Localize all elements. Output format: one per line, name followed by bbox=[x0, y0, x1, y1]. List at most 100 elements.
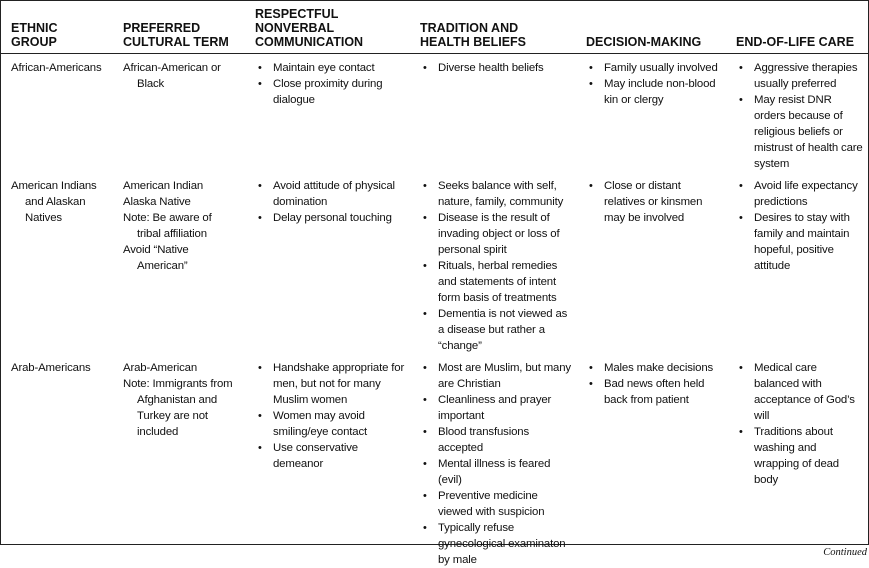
ethnic-group-cell: Arab-Americans bbox=[1, 354, 113, 568]
bullet-item: •May resist DNR orders because of religi… bbox=[736, 92, 864, 172]
bullet-text: Avoid life expectancy predictions bbox=[754, 180, 858, 208]
bullet-item: •Dementia is not viewed as a disease but… bbox=[420, 306, 572, 354]
bullet-text: Use conservative demeanor bbox=[273, 442, 358, 470]
bullet-item: • Avoid life expectancy predictions bbox=[736, 178, 864, 210]
header-line: HEALTH BELIEFS bbox=[420, 35, 576, 49]
bullet-list: •Aggressive therapies usually preferred•… bbox=[736, 60, 864, 172]
bullet-icon: • bbox=[739, 424, 743, 440]
bullet-list: •Maintain eye contact•Close proximity du… bbox=[255, 60, 406, 108]
ethnic-group-line: American Indians bbox=[11, 178, 109, 194]
bullet-text: Close or distant relatives or kinsmen ma… bbox=[604, 180, 702, 224]
preferred-term-line: included bbox=[123, 424, 241, 440]
preferred-term-line: American” bbox=[123, 258, 241, 274]
tradition-cell: • Seeks balance with self, nature, family… bbox=[410, 172, 576, 354]
preferred-term-line: African-American or bbox=[123, 60, 241, 76]
cultural-care-document: ETHNIC GROUP PREFERRED CULTURAL TERM RES… bbox=[0, 0, 869, 545]
bullet-item: •Males make decisions bbox=[586, 360, 722, 376]
header-line: RESPECTFUL bbox=[255, 7, 410, 21]
bullet-item: • Cleanliness and prayer important bbox=[420, 392, 572, 424]
bullet-icon: • bbox=[423, 360, 427, 376]
preferred-term-line: Alaska Native bbox=[123, 194, 241, 210]
bullet-icon: • bbox=[423, 258, 427, 274]
bullet-item: •Close or distant relatives or kinsmen m… bbox=[586, 178, 722, 226]
header-line: DECISION-MAKING bbox=[586, 35, 726, 49]
bullet-list: •Diverse health beliefs bbox=[420, 60, 572, 76]
continued-label: Continued bbox=[823, 547, 867, 558]
bullet-text: Medical care balanced with acceptance of… bbox=[754, 362, 855, 422]
bullet-list: • Avoid life expectancy predictions • Desir… bbox=[736, 178, 864, 274]
bullet-text: Mental illness is feared (evil) bbox=[438, 458, 550, 486]
header-line: ETHNIC bbox=[11, 21, 113, 35]
bullet-item: •May include non-blood kin or clergy bbox=[586, 76, 722, 108]
bullet-icon: • bbox=[739, 360, 743, 376]
bullet-item: •Maintain eye contact bbox=[255, 60, 406, 76]
bullet-icon: • bbox=[258, 76, 262, 92]
ethnic-group-cell: African-Americans bbox=[1, 54, 113, 173]
ethnic-group-line: Natives bbox=[11, 210, 109, 226]
bullet-icon: • bbox=[739, 210, 743, 226]
bullet-text: Women may avoid smiling/eye contact bbox=[273, 410, 367, 438]
bullet-icon: • bbox=[589, 376, 593, 392]
bullet-text: Blood transfusions accepted bbox=[438, 426, 529, 454]
bullet-icon: • bbox=[423, 424, 427, 440]
header-end-of-life: END-OF-LIFE CARE bbox=[726, 1, 868, 54]
bullet-list: • Seeks balance with self, nature, family… bbox=[420, 178, 572, 354]
bullet-item: •Delay personal touching bbox=[255, 210, 406, 226]
header-line: CULTURAL TERM bbox=[123, 35, 245, 49]
bullet-icon: • bbox=[423, 392, 427, 408]
tradition-cell: •Most are Muslim, but many are Christian… bbox=[410, 354, 576, 568]
decision-cell: •Males make decisions•Bad news often hel… bbox=[576, 354, 726, 568]
bullet-text: May include non-blood kin or clergy bbox=[604, 78, 715, 106]
bullet-text: Cleanliness and prayer important bbox=[438, 394, 551, 422]
bullet-icon: • bbox=[739, 178, 743, 194]
bullet-icon: • bbox=[423, 60, 427, 76]
preferred-term-line: Afghanistan and bbox=[123, 392, 241, 408]
header-decision: DECISION-MAKING bbox=[576, 1, 726, 54]
bullet-item: •Mental illness is feared (evil) bbox=[420, 456, 572, 488]
bullet-icon: • bbox=[258, 178, 262, 194]
bullet-list: •Avoid attitude of physical domination•D… bbox=[255, 178, 406, 226]
header-preferred-term: PREFERRED CULTURAL TERM bbox=[113, 1, 245, 54]
bullet-list: •Most are Muslim, but many are Christian… bbox=[420, 360, 572, 568]
bullet-icon: • bbox=[589, 60, 593, 76]
bullet-item: •Women may avoid smiling/eye contact bbox=[255, 408, 406, 440]
bullet-text: Rituals, herbal remedies and statements … bbox=[438, 260, 557, 304]
bullet-text: Family usually involved bbox=[604, 62, 718, 74]
header-nonverbal: RESPECTFUL NONVERBAL COMMUNICATION bbox=[245, 1, 410, 54]
bullet-icon: • bbox=[739, 92, 743, 108]
bullet-list: •Males make decisions•Bad news often hel… bbox=[586, 360, 722, 408]
decision-cell: •Close or distant relatives or kinsmen m… bbox=[576, 172, 726, 354]
bullet-item: •Traditions about washing and wrapping o… bbox=[736, 424, 864, 488]
bullet-text: Dementia is not viewed as a disease but … bbox=[438, 308, 567, 352]
bullet-text: Desires to stay with family and maintain… bbox=[754, 212, 850, 272]
header-tradition: TRADITION AND HEALTH BELIEFS bbox=[410, 1, 576, 54]
preferred-term-line: Arab-American bbox=[123, 360, 241, 376]
bullet-icon: • bbox=[423, 520, 427, 536]
bullet-icon: • bbox=[258, 210, 262, 226]
header-ethnic-group: ETHNIC GROUP bbox=[1, 1, 113, 54]
bullet-text: Preventive medicine viewed with suspicio… bbox=[438, 490, 544, 518]
header-row: ETHNIC GROUP PREFERRED CULTURAL TERM RES… bbox=[1, 1, 868, 54]
bullet-item: •Close proximity during dialogue bbox=[255, 76, 406, 108]
preferred-term-line: Note: Be aware of bbox=[123, 210, 241, 226]
ethnic-group-line: African-Americans bbox=[11, 60, 109, 76]
bullet-text: Seeks balance with self, nature, family,… bbox=[438, 180, 563, 208]
bullet-item: • Family usually involved bbox=[586, 60, 722, 76]
header-line: TRADITION AND bbox=[420, 21, 576, 35]
bullet-list: •Handshake appropriate for men, but not … bbox=[255, 360, 406, 472]
nonverbal-cell: •Handshake appropriate for men, but not … bbox=[245, 354, 410, 568]
bullet-item: •Use conservative demeanor bbox=[255, 440, 406, 472]
bullet-icon: • bbox=[258, 360, 262, 376]
preferred-term-line: Turkey are not bbox=[123, 408, 241, 424]
bullet-item: • Rituals, herbal remedies and statements… bbox=[420, 258, 572, 306]
bullet-icon: • bbox=[423, 210, 427, 226]
bullet-item: •Disease is the result of invading objec… bbox=[420, 210, 572, 258]
bullet-list: •Close or distant relatives or kinsmen m… bbox=[586, 178, 722, 226]
